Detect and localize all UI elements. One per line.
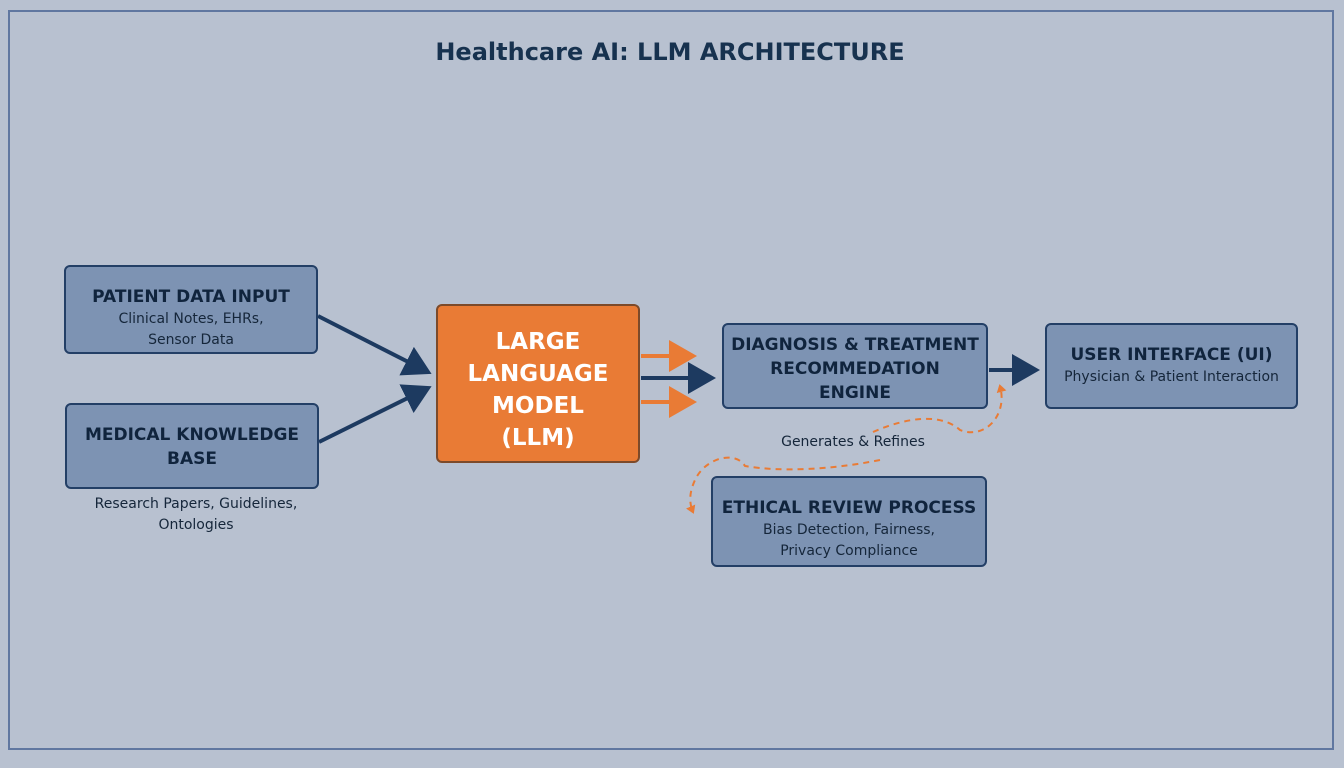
ethical-node-sub-1: Bias Detection, Fairness, [763, 522, 935, 538]
diagnosis-node-line-2: RECOMMEDATION [770, 359, 940, 379]
llm-node-line-4: (LLM) [501, 425, 575, 451]
llm-node-line-2: LANGUAGE [467, 361, 609, 387]
diagram-frame [8, 10, 1334, 750]
ethical-node-sub-2: Privacy Compliance [780, 543, 918, 559]
arrow-knowledge-to-llm [318, 384, 432, 444]
knowledge-node-title-1: MEDICAL KNOWLEDGE [84, 425, 300, 445]
ui-node-sub: Physician & Patient Interaction [1064, 369, 1279, 385]
llm-node-line-1: LARGE [495, 329, 581, 355]
knowledge-node-caption: Research Papers, Guidelines, Ontologies [66, 494, 326, 536]
medical-knowledge-base-node: MEDICAL KNOWLEDGE BASE [65, 403, 319, 489]
llm-node-line-3: MODEL [492, 393, 584, 419]
diagnosis-engine-node: DIAGNOSIS & TREATMENT RECOMMEDATION ENGI… [722, 323, 988, 409]
arrow-patient-to-llm [317, 314, 432, 376]
diagnosis-node-line-3: ENGINE [819, 383, 891, 403]
knowledge-node-sub-2: Ontologies [158, 517, 234, 533]
feedback-loop-lower [686, 456, 881, 514]
diagram-title: Healthcare AI: LLM ARCHITECTURE [435, 38, 905, 66]
feedback-loop-upper [872, 384, 1007, 434]
patient-node-sub-2: Sensor Data [148, 332, 234, 348]
feedback-loop-label: Generates & Refines [781, 434, 925, 450]
llm-node: LARGE LANGUAGE MODEL (LLM) [436, 304, 640, 463]
knowledge-node-sub-1: Research Papers, Guidelines, [94, 496, 298, 512]
user-interface-node: USER INTERFACE (UI) Physician & Patient … [1045, 323, 1298, 409]
patient-node-title: PATIENT DATA INPUT [92, 287, 290, 307]
ethical-node-title: ETHICAL REVIEW PROCESS [721, 498, 977, 518]
diagnosis-node-line-1: DIAGNOSIS & TREATMENT [731, 335, 979, 355]
patient-node-sub-1: Clinical Notes, EHRs, [118, 311, 264, 327]
patient-data-input-node: PATIENT DATA INPUT Clinical Notes, EHRs,… [64, 265, 318, 354]
knowledge-node-title-2: BASE [167, 449, 217, 469]
ethical-review-node: ETHICAL REVIEW PROCESS Bias Detection, F… [711, 476, 987, 567]
ui-node-title: USER INTERFACE (UI) [1070, 345, 1273, 365]
